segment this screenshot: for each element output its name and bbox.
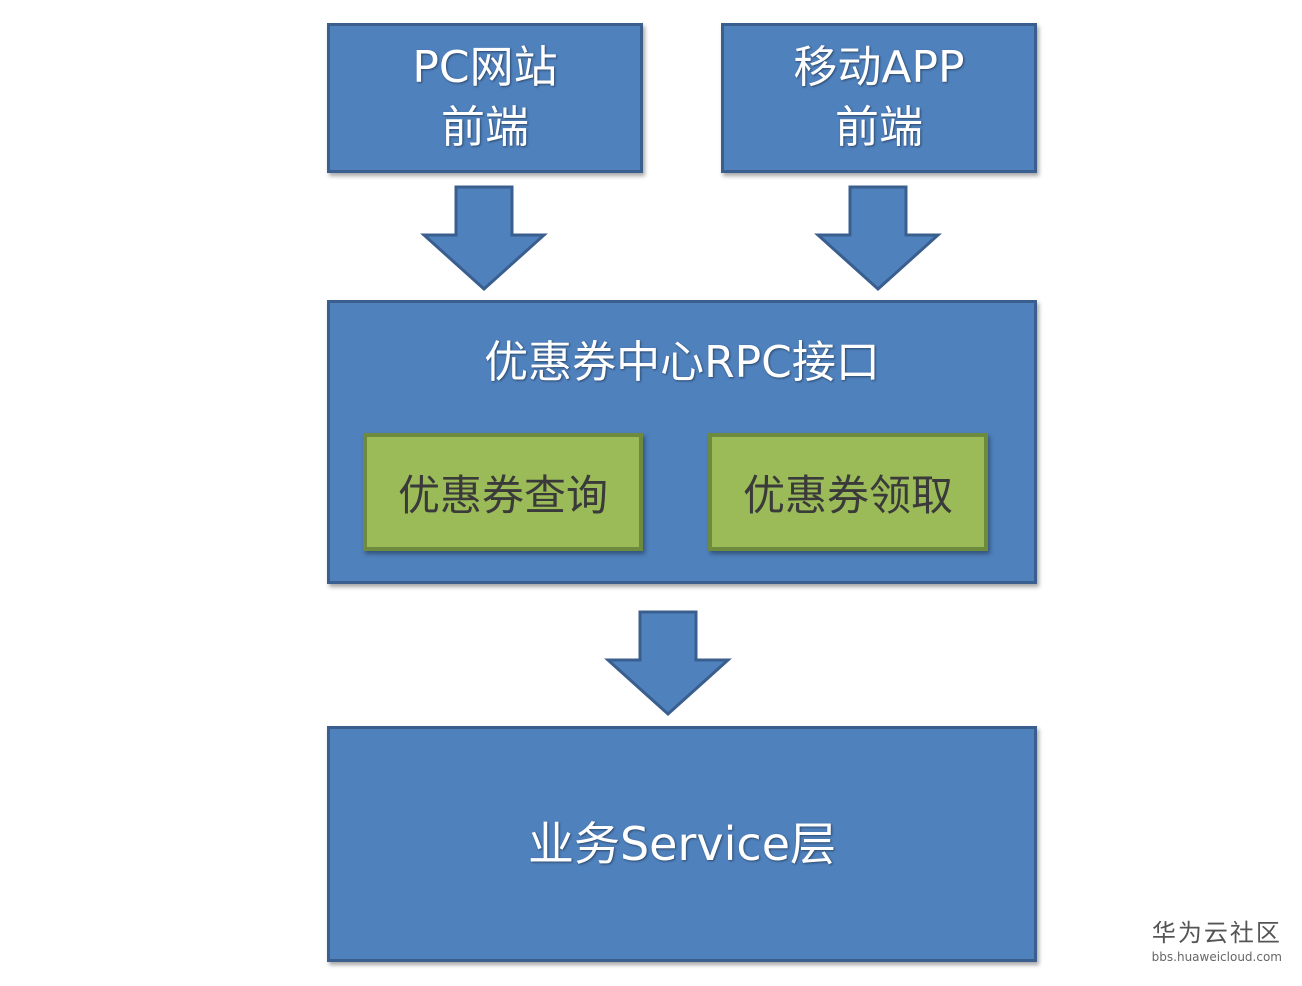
rpc-interface-box: 优惠券中心RPC接口 优惠券查询 优惠券领取 xyxy=(327,300,1037,584)
coupon-claim-box: 优惠券领取 xyxy=(708,433,988,551)
coupon-claim-label: 优惠券领取 xyxy=(742,470,953,520)
pc-to-rpc-arrow xyxy=(420,185,548,293)
watermark-name: 华为云社区 xyxy=(1151,919,1282,947)
service-layer-box: 业务Service层 xyxy=(327,726,1037,962)
mobile-frontend-label-line2: 前端 xyxy=(835,102,923,153)
pc-frontend-label-line1: PC网站 xyxy=(412,42,558,93)
mobile-frontend-label-line1: 移动APP xyxy=(793,42,965,93)
rpc-to-service-arrow xyxy=(604,610,732,718)
rpc-interface-title: 优惠券中心RPC接口 xyxy=(484,337,880,388)
pc-frontend-label-line2: 前端 xyxy=(441,102,529,153)
coupon-query-label: 优惠券查询 xyxy=(397,470,608,520)
pc-frontend-box: PC网站 前端 xyxy=(327,23,643,173)
mobile-to-rpc-arrow xyxy=(814,185,942,293)
coupon-query-box: 优惠券查询 xyxy=(363,433,643,551)
service-layer-label: 业务Service层 xyxy=(527,817,836,871)
mobile-frontend-box: 移动APP 前端 xyxy=(721,23,1037,173)
watermark-url: bbs.huaweicloud.com xyxy=(1151,950,1282,964)
watermark: 华为云社区 bbs.huaweicloud.com xyxy=(1152,913,1282,964)
